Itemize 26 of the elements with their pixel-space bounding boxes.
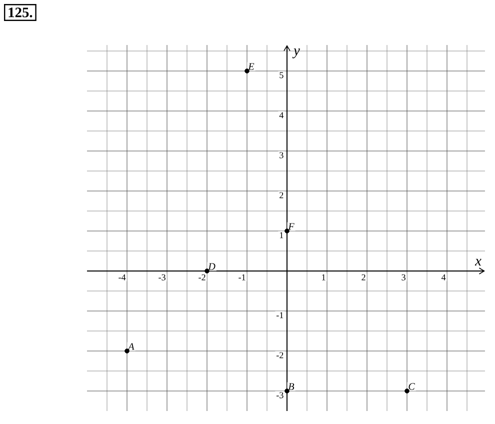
x-tick-label: 2	[362, 274, 366, 280]
x-tick-label: 4	[441, 274, 446, 280]
x-tick-label: -1	[238, 274, 246, 280]
y-tick-label: -3	[276, 392, 284, 398]
x-tick-label: 3	[402, 274, 406, 280]
x-axis-title: x	[474, 258, 482, 266]
y-tick-label: 1	[280, 232, 284, 238]
annotation: F	[288, 223, 294, 230]
x-tick-label: -4	[118, 274, 126, 280]
problem-number: 125.	[4, 4, 36, 21]
annotation: C	[408, 383, 415, 390]
y-tick-label: -2	[276, 352, 284, 358]
annotation: A	[128, 343, 134, 350]
y-tick-label: 5	[280, 72, 284, 78]
x-tick-label: -2	[198, 274, 206, 280]
annotation: D	[208, 263, 216, 270]
coordinate-plane: -4 -3 -2 -1 1 2 3 4 -3 -2 -1 1 2 3 4 5 A B C D E F x y	[86, 44, 486, 412]
annotation: B	[288, 383, 294, 390]
y-tick-label: 2	[280, 192, 284, 198]
y-tick-label: 4	[279, 112, 284, 118]
x-tick-label: 1	[322, 274, 326, 280]
y-tick-label: 3	[280, 152, 284, 158]
annotation: E	[248, 63, 254, 70]
y-tick-label: -1	[276, 312, 284, 318]
y-axis-title: y	[292, 48, 300, 58]
x-tick-label: -3	[158, 274, 166, 280]
